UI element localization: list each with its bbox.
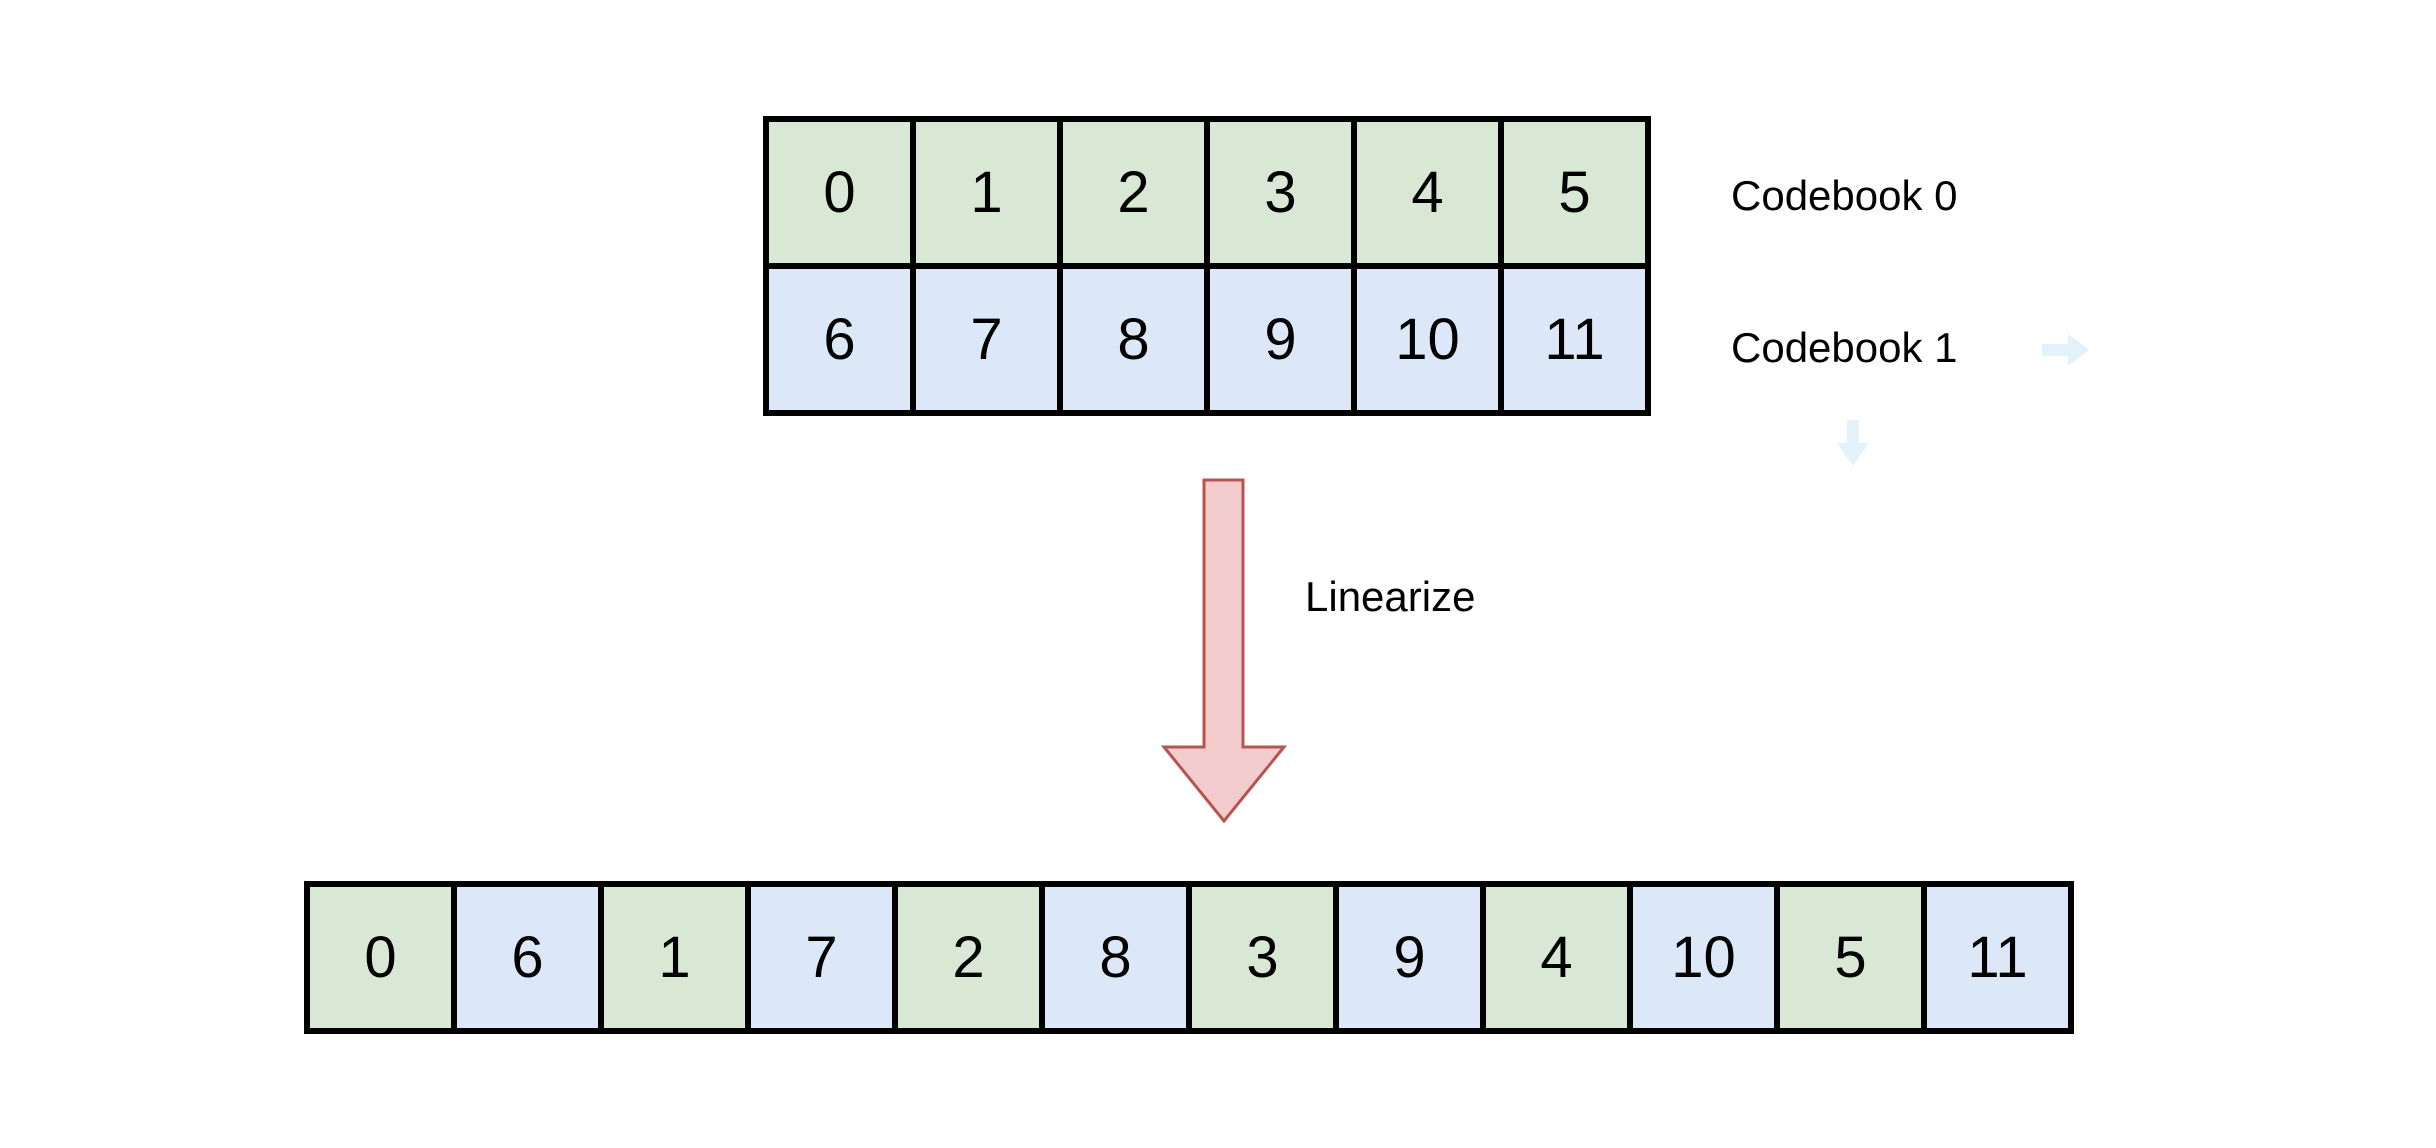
linear-cell: 5 xyxy=(1774,881,1927,1034)
codebook-1-cell: 9 xyxy=(1204,263,1357,416)
arrow-right-icon xyxy=(2042,334,2089,366)
linear-cell: 7 xyxy=(745,881,898,1034)
linear-cell: 4 xyxy=(1480,881,1633,1034)
linear-cell: 0 xyxy=(304,881,457,1034)
linearize-arrow-icon xyxy=(1160,478,1288,824)
codebook-1-cell: 8 xyxy=(1057,263,1210,416)
linear-cell: 2 xyxy=(892,881,1045,1034)
linearize-label: Linearize xyxy=(1305,573,1476,620)
linear-cell: 1 xyxy=(598,881,751,1034)
linear-cell: 10 xyxy=(1627,881,1780,1034)
linear-cell: 8 xyxy=(1039,881,1192,1034)
linear-cell: 3 xyxy=(1186,881,1339,1034)
arrow-down-icon xyxy=(1837,420,1869,466)
linear-cell: 6 xyxy=(451,881,604,1034)
codebook-1-cell: 11 xyxy=(1498,263,1651,416)
codebook-1-label: Codebook 1 xyxy=(1731,324,1958,371)
codebook-0-label: Codebook 0 xyxy=(1731,172,1958,219)
codebook-0-cell: 5 xyxy=(1498,116,1651,269)
linear-cell: 9 xyxy=(1333,881,1486,1034)
codebook-0-cell: 3 xyxy=(1204,116,1357,269)
codebook-1-cell: 7 xyxy=(910,263,1063,416)
linear-cell: 11 xyxy=(1921,881,2074,1034)
codebook-0-cell: 0 xyxy=(763,116,916,269)
codebook-0-cell: 4 xyxy=(1351,116,1504,269)
